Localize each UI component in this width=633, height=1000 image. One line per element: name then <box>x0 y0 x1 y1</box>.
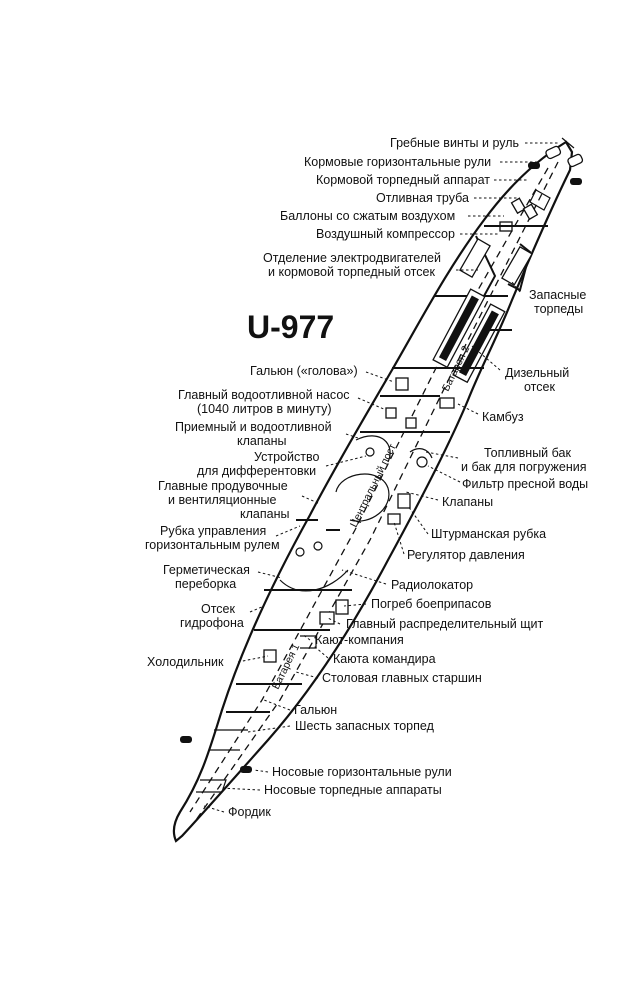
trim-device-curve <box>355 435 391 463</box>
label-spare-torpedoes-2: торпеды <box>534 302 583 316</box>
label-air-bottles: Баллоны со сжатым воздухом <box>280 209 455 223</box>
switchboard-box <box>319 611 335 625</box>
fridge-box <box>263 649 277 663</box>
air-bottle-2 <box>522 203 539 221</box>
control-room-circle <box>335 473 390 522</box>
control-gauge-1 <box>313 541 323 551</box>
motor-room <box>434 225 548 297</box>
label-six-torpedoes: Шесть запасных торпед <box>295 719 435 733</box>
label-blow-valves-2: и вентиляционные <box>168 493 276 507</box>
diesel-engine-left <box>432 288 486 369</box>
pressure-regulator-box <box>387 513 401 525</box>
label-intake-valves-1: Приемный и водоотливной <box>175 420 332 434</box>
chart-table <box>397 493 411 509</box>
label-fuel-tank-2: и бак для погружения <box>461 460 587 474</box>
label-chart-room: Штурманская рубка <box>431 527 546 541</box>
bow-plane-left <box>180 736 192 743</box>
propeller-left <box>545 145 562 160</box>
motor-right-block <box>507 243 532 292</box>
label-propellers: Гребные винты и руль <box>390 136 519 150</box>
label-bulkhead-2: переборка <box>175 577 236 591</box>
bow-torpedo-room <box>180 729 252 793</box>
label-motor-room-2: и кормовой торпедный отсек <box>268 265 435 279</box>
label-sonar-2: гидрофона <box>180 616 244 630</box>
magazine-box <box>335 599 349 615</box>
keel-line-2 <box>189 167 549 813</box>
pump-box <box>385 407 397 419</box>
stern-plane-right <box>570 178 582 185</box>
leader-lines <box>203 142 560 813</box>
label-wardroom: Кают-компания <box>315 633 404 647</box>
label-bulkhead-1: Герметическая <box>163 563 250 577</box>
trim-valve-1 <box>365 447 375 457</box>
label-sonar-1: Отсек <box>201 602 236 616</box>
label-magazine: Погреб боеприпасов <box>371 597 492 611</box>
label-head: Гальюн («голова») <box>250 364 358 378</box>
control-gauge-2 <box>295 547 305 557</box>
captain-cabin-wall <box>300 635 317 649</box>
valve-box <box>405 417 417 429</box>
bow-plane-right <box>240 766 252 773</box>
label-blow-valves-1: Главные продувочные <box>158 479 288 493</box>
label-fuel-tank-1: Топливный бак <box>484 446 571 460</box>
label-spare-torpedoes-1: Запасные <box>529 288 586 302</box>
stern-plane-left <box>528 162 540 169</box>
keel-centerline <box>195 161 559 821</box>
label-drain-pipe: Отливная труба <box>376 191 469 205</box>
label-stern-planes: Кормовые горизонтальные рули <box>304 155 491 169</box>
label-valves: Клапаны <box>442 495 493 509</box>
label-pressure-regulator: Регулятор давления <box>407 548 525 562</box>
label-head-fwd: Гальюн <box>294 703 337 717</box>
label-main-pump-1: Главный водоотливной насос <box>178 388 350 402</box>
diesel-room <box>392 288 512 384</box>
label-trim-device-2: для дифферентовки <box>197 464 316 478</box>
label-captain-cabin: Каюта командира <box>333 652 436 666</box>
label-bow-tubes: Носовые торпедные аппараты <box>264 783 442 797</box>
propeller-right <box>567 153 584 168</box>
rudder <box>561 137 575 149</box>
fuel-tank-curve <box>409 448 433 459</box>
label-main-pump-2: (1040 литров в минуту) <box>197 402 332 416</box>
label-stern-torpedo-tube: Кормовой торпедный аппарат <box>316 173 490 187</box>
label-bow-planes: Носовые горизонтальные рули <box>272 765 452 779</box>
label-planes-control-1: Рубка управления <box>160 524 266 538</box>
label-intake-valves-2: клапаны <box>237 434 286 448</box>
diagram-title: U-977 <box>247 309 334 345</box>
stern-tube-shape <box>529 189 551 211</box>
label-trim-device-1: Устройство <box>254 450 319 464</box>
label-diesel-2: отсек <box>524 380 555 394</box>
label-po-mess: Столовая главных старшин <box>322 671 482 685</box>
label-radar: Радиолокатор <box>391 578 473 592</box>
label-diesel-1: Дизельный <box>505 366 569 380</box>
motor-2 <box>501 246 533 286</box>
label-fordik: Фордик <box>228 805 271 819</box>
bow-tubes-shape <box>196 779 227 793</box>
diesel-engine-right <box>452 303 506 384</box>
label-air-compressor: Воздушный компрессор <box>316 227 455 241</box>
label-motor-room-1: Отделение электродвигателей <box>263 251 441 265</box>
label-blow-valves-3: клапаны <box>240 507 289 521</box>
label-water-filter: Фильтр пресной воды <box>462 477 588 491</box>
label-galley: Камбуз <box>482 410 524 424</box>
motor-1 <box>459 238 491 278</box>
label-fridge: Холодильник <box>147 655 224 669</box>
callout-labels: Гребные винты и руль Кормовые горизонтал… <box>145 136 588 819</box>
air-bottle-1 <box>510 197 527 215</box>
label-planes-control-2: горизонтальным рулем <box>145 538 280 552</box>
galley-stove <box>439 397 455 409</box>
head-cubicle <box>395 377 409 391</box>
label-switchboard: Главный распределительный щит <box>346 617 543 631</box>
fresh-water-filter <box>416 456 428 468</box>
